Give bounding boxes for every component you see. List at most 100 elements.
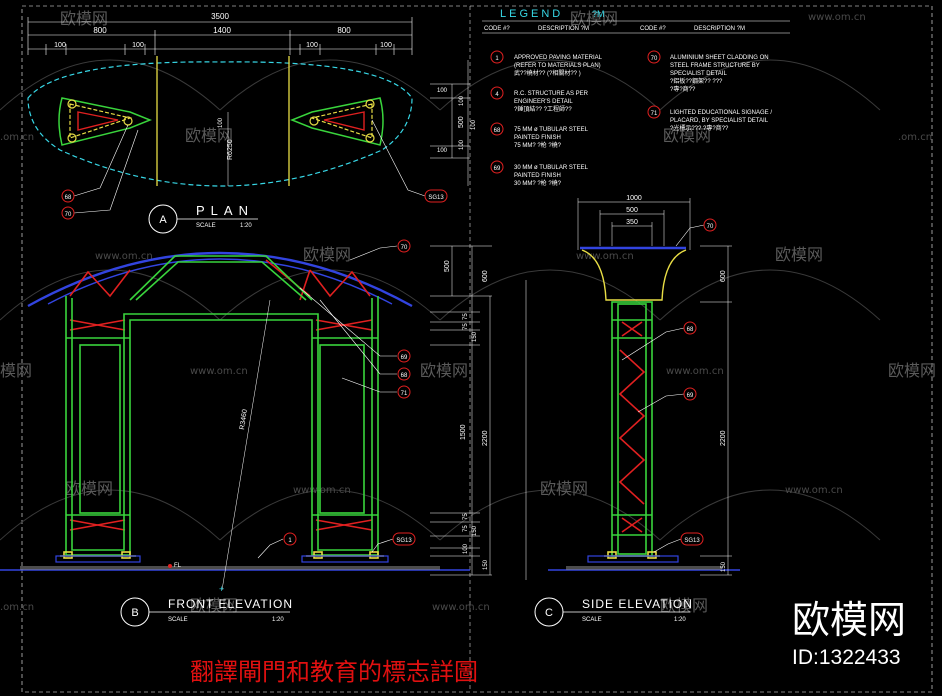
sheet-border [21, 5, 933, 693]
dim-100: 100 [459, 139, 465, 150]
callout-1 [283, 532, 297, 546]
legend-code: 4 [495, 92, 499, 98]
watermark-brand: 欧模网 [888, 361, 936, 380]
legend-item: 70 ALUMINIUM SHEET CLADDING ON STEEL FRA… [647, 50, 769, 93]
dim-100: 100 [380, 42, 392, 49]
plan-view: 3500 800 1400 800 100 100 100 100 [27, 12, 477, 234]
callout-leader [319, 299, 397, 375]
dim-100: 100 [437, 88, 448, 94]
side-top-dims [577, 198, 691, 250]
legend: LEGEND ?M CODE #? DESCRIPTION ?M CODE #?… [482, 8, 790, 187]
dim-100: 100 [471, 119, 477, 130]
watermark-url: .om.cn [0, 602, 34, 613]
legend-desc: APPROVED PAVING MATERIAL [514, 55, 603, 61]
watermark-url: www.om.cn [95, 251, 153, 262]
plan-radius-label: R6250 [227, 139, 234, 160]
view-title: PLAN [196, 203, 254, 218]
legend-desc: ALUMINIUM SHEET CLADDING ON [670, 55, 769, 61]
watermark-brand: 欧模网 [65, 479, 113, 498]
callout-leader [73, 129, 139, 214]
dim-350: 350 [626, 219, 638, 226]
callout-69 [397, 349, 411, 363]
callout-68-text: 68 [687, 327, 694, 333]
dim-2200: 2200 [482, 430, 489, 446]
callout-leader [371, 119, 426, 197]
watermark-brand: 欧模网 [60, 9, 108, 28]
front-vertical-dims [430, 245, 492, 576]
plan-mid-dim: 100 [218, 117, 224, 128]
dim-150: 150 [483, 559, 489, 570]
view-scale-ratio: 1:20 [674, 617, 686, 623]
callout-leader [299, 287, 397, 357]
legend-desc: ?錘頂結?? ?工程師?? [514, 105, 572, 113]
legend-desc: 75 MM? ?枪 ?橈? [514, 141, 562, 149]
dim-500: 500 [458, 116, 465, 128]
dim-1000: 1000 [626, 195, 642, 202]
watermark-brand: 欧模网 [185, 126, 233, 145]
legend-code: 69 [494, 166, 501, 172]
dim-800-left: 800 [93, 26, 107, 35]
dim-100: 100 [132, 42, 144, 49]
legend-desc: 30 MM ø TUBULAR STEEL [514, 165, 589, 171]
legend-desc: (REFER TO MATERIALS PLAN) [514, 63, 601, 69]
legend-desc: SPECIALIST DETAIL [670, 71, 727, 77]
watermark-url: www.om.cn [432, 602, 490, 613]
view-marker-letter: C [545, 607, 553, 619]
legend-desc: LIGHTED EDUCATIONAL SIGNAGE / [670, 110, 772, 116]
front-footing-slab [301, 555, 389, 563]
legend-item: 71 LIGHTED EDUCATIONAL SIGNAGE / PLACARD… [647, 105, 772, 132]
callout-leader [637, 393, 685, 413]
legend-header-desc: DESCRIPTION ?M [694, 26, 745, 32]
legend-item: 1 APPROVED PAVING MATERIAL (REFER TO MAT… [490, 50, 603, 77]
callout-69-text: 69 [401, 355, 408, 361]
watermark-brand: 欧模网 [303, 245, 351, 264]
callout-70 [61, 206, 75, 220]
drawing-caption: 翻譯閘門和教育的標志詳圖 [190, 658, 478, 686]
view-scale-label: SCALE [168, 617, 188, 623]
front-elevation: FL R3460 + 500 600 75 75 150 [0, 239, 492, 627]
legend-title: LEGEND [500, 8, 563, 20]
callout-68 [683, 321, 697, 335]
callout-68 [61, 189, 75, 203]
view-title: SIDE ELEVATION [582, 597, 693, 611]
dim-75: 75 [463, 525, 469, 532]
legend-desc: ?專?商?? [670, 85, 696, 93]
dim-500: 500 [444, 260, 451, 272]
dim-75: 75 [463, 323, 469, 330]
callout-sg13 [680, 532, 704, 546]
legend-item: 68 75 MM ø TUBULAR STEEL PAINTED FINISH … [490, 122, 589, 149]
side-vertical-dims [525, 245, 732, 580]
dim-150: 150 [472, 331, 478, 342]
callout-71-text: 71 [401, 391, 408, 397]
callout-leader [653, 538, 682, 553]
dim-150: 150 [721, 561, 727, 572]
legend-item: 69 30 MM ø TUBULAR STEEL PAINTED FINISH … [490, 160, 589, 187]
watermark-brand: 欧模网 [190, 596, 238, 615]
front-roof-outer [27, 251, 413, 308]
watermark-url: www.om.cn [190, 366, 248, 377]
plan-left-column [58, 97, 153, 146]
legend-title-suffix: ?M [592, 9, 605, 19]
dim-3500: 3500 [211, 12, 229, 21]
plan-right-column [289, 97, 384, 146]
legend-desc: 30 MM? ?枪 ?橈? [514, 179, 562, 187]
legend-desc: 75 MM ø TUBULAR STEEL [514, 127, 589, 133]
dim-600: 600 [482, 270, 489, 282]
plan-vertical-dims [430, 60, 470, 186]
watermarks: 欧模网 欧模网 www.om.cn .om.cn 欧模网 欧模网 .om.cn … [0, 9, 936, 615]
view-scale-ratio: 1:20 [240, 223, 252, 229]
watermark-url: www.om.cn [576, 251, 634, 262]
callout-sg13-text: SG13 [684, 538, 700, 544]
center-mark: + [219, 584, 224, 594]
callout-leader [257, 538, 284, 559]
callout-68 [397, 367, 411, 381]
callout-leader [349, 245, 398, 261]
legend-desc: 武??橈材?? (?相關材?? ) [514, 69, 581, 77]
callout-70 [703, 218, 717, 232]
legend-code: 68 [494, 128, 501, 134]
legend-desc: R.C. STRUCTURE AS PER [514, 91, 589, 97]
watermark-brand: 欧模网 [420, 361, 468, 380]
callout-sg13-text: SG13 [396, 538, 412, 544]
